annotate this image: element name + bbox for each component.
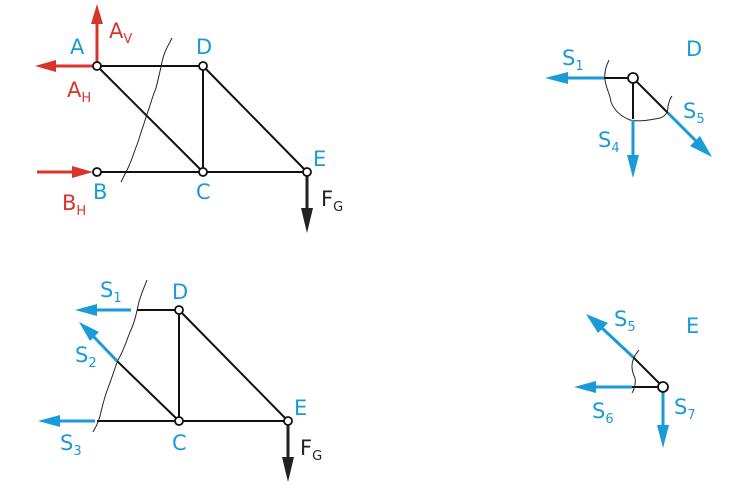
node-e <box>302 167 312 177</box>
force-e-s6-arrow <box>574 381 632 393</box>
node-a <box>92 61 102 71</box>
label-d-s5: S5 <box>683 99 705 127</box>
node-label-d-2: D <box>172 280 188 304</box>
label-s1: S1 <box>100 278 122 306</box>
stub-e-diag <box>632 356 664 388</box>
node-b <box>92 167 102 177</box>
node-c <box>198 167 208 177</box>
node-label-d: D <box>196 35 212 59</box>
node-e-4 <box>657 381 669 393</box>
label-s2: S2 <box>75 343 97 371</box>
panel-cut-section: D C E S1 S2 S3 FG <box>38 278 322 482</box>
member-de-2 <box>178 309 289 422</box>
reaction-ah-arrow <box>35 60 93 72</box>
force-s2-arrow <box>79 322 119 363</box>
load-fg-arrow <box>301 176 313 233</box>
label-e-s7: S7 <box>674 395 696 423</box>
force-e-s7-arrow <box>657 392 669 448</box>
label-d-s1: S1 <box>562 46 584 74</box>
load-fg-arrow-2 <box>282 425 294 482</box>
panel-node-d: D S1 S4 S5 <box>545 37 712 178</box>
node-label-c: C <box>196 180 211 204</box>
panel-full-truss: A B C D E AV AH BH FG <box>35 4 343 233</box>
reaction-bh-arrow <box>37 166 93 178</box>
node-label-e: E <box>313 147 326 171</box>
label-ah: AH <box>67 78 91 106</box>
force-s1-arrow <box>75 304 131 316</box>
node-label-a: A <box>70 35 85 59</box>
node-d-3 <box>627 72 639 84</box>
stub-d-diag <box>632 77 669 114</box>
force-e-s5-arrow <box>586 314 635 359</box>
node-d-2 <box>174 305 184 315</box>
member-de <box>202 65 308 173</box>
force-s3-arrow <box>38 415 95 427</box>
node-label-e-2: E <box>294 396 307 420</box>
node-d <box>198 61 208 71</box>
node-label-e-4: E <box>686 314 699 338</box>
node-d-cut-line <box>604 59 673 122</box>
node-e-2 <box>283 416 293 426</box>
node-e-cut-line <box>631 349 640 394</box>
label-fg: FG <box>321 187 343 215</box>
node-label-c-2: C <box>172 431 187 455</box>
member-cut-diag <box>116 360 180 422</box>
label-s3: S3 <box>60 431 82 459</box>
node-label-d-3: D <box>686 37 702 61</box>
label-e-s5: S5 <box>614 307 636 335</box>
label-e-s6: S6 <box>592 399 614 427</box>
member-ac <box>96 65 204 173</box>
panel-node-e: E S5 S6 S7 <box>574 307 699 448</box>
force-d-s1-arrow <box>545 72 604 84</box>
force-d-s5-arrow <box>666 111 712 157</box>
label-d-s4: S4 <box>598 128 620 156</box>
section-cut-line <box>120 37 173 183</box>
label-av: AV <box>109 19 132 47</box>
node-label-b: B <box>93 180 107 204</box>
node-c-2 <box>174 416 184 426</box>
force-d-s4-arrow <box>627 120 639 178</box>
reaction-av-arrow <box>91 4 103 62</box>
label-fg-2: FG <box>300 436 322 464</box>
label-bh: BH <box>62 191 86 219</box>
